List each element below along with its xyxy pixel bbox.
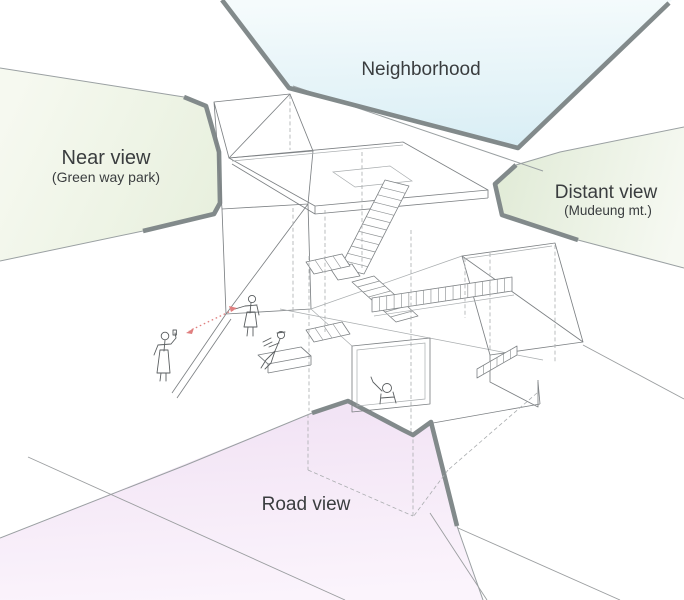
stair-long-flight — [371, 276, 513, 313]
road-view-cone — [0, 401, 483, 600]
distant-view-sublabel: (Mudeung mt.) — [564, 203, 652, 218]
labels: Neighborhood Near view (Green way park) … — [52, 59, 658, 515]
window — [351, 337, 431, 413]
person-pointing — [234, 294, 260, 337]
distant-view-cone — [495, 127, 684, 268]
neighborhood-cone — [222, 0, 672, 148]
hidden-lines — [289, 95, 556, 518]
sight-line-arrow — [186, 306, 237, 334]
distant-view-label: Distant view — [555, 182, 658, 203]
neighborhood-label: Neighborhood — [361, 59, 480, 80]
near-view-label: Near view — [62, 147, 151, 169]
distant-view-border — [492, 163, 579, 243]
near-view-sublabel: (Green way park) — [52, 169, 160, 185]
ground-lines — [27, 344, 684, 600]
bench-and-sitting-person — [257, 330, 312, 374]
staircases — [305, 179, 518, 379]
person-taking-photo — [153, 329, 177, 382]
road-view-label: Road view — [262, 494, 351, 515]
neighborhood-border — [220, 0, 671, 151]
road-view-border — [311, 398, 460, 527]
person-waving-from-window — [370, 376, 397, 405]
near-view-cone — [0, 68, 220, 261]
person-sitting — [260, 330, 286, 370]
building-sketch — [171, 93, 584, 424]
